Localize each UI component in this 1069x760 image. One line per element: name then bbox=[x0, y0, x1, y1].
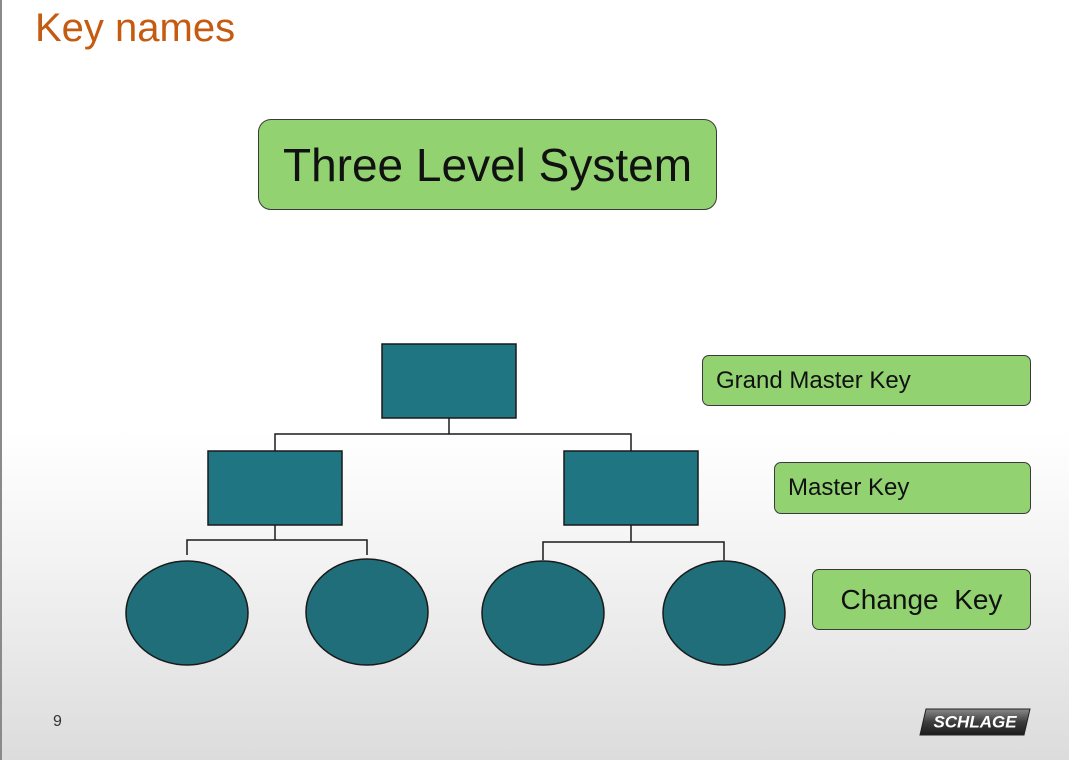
page-number: 9 bbox=[53, 713, 62, 730]
change-key-node-2 bbox=[305, 558, 429, 666]
grand-master-key-label: Grand Master Key bbox=[702, 355, 1031, 406]
logo-text: SCHLAGE bbox=[933, 713, 1017, 732]
master-key-label: Master Key bbox=[774, 462, 1031, 514]
logo-badge bbox=[919, 708, 1031, 736]
schlage-logo-icon: SCHLAGE bbox=[919, 708, 1031, 736]
connector-master-left-to-changes bbox=[186, 539, 368, 555]
tree-connectors bbox=[186, 418, 725, 560]
change-key-label: Change Key bbox=[812, 569, 1031, 630]
three-level-system-box: Three Level System bbox=[258, 119, 717, 210]
grand-master-key-node bbox=[381, 343, 517, 419]
slide-title: Key names bbox=[35, 6, 236, 50]
connector-gmk-to-masters bbox=[274, 433, 632, 451]
slide-left-border bbox=[0, 0, 2, 760]
connector-master-right-to-changes bbox=[542, 541, 725, 560]
master-key-node-right bbox=[563, 450, 699, 526]
master-key-node-left bbox=[207, 450, 343, 526]
change-key-node-3 bbox=[481, 560, 605, 666]
change-key-node-1 bbox=[125, 560, 249, 666]
change-key-node-4 bbox=[662, 560, 786, 666]
